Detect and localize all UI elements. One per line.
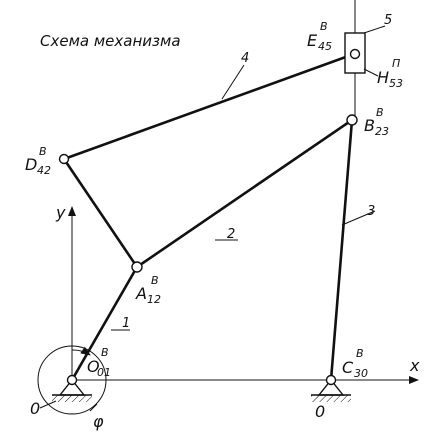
svg-text:H: H	[377, 68, 389, 87]
label-a12: A B 12	[135, 274, 161, 306]
link-3-number: 3	[367, 204, 375, 219]
svg-text:B: B	[356, 347, 364, 360]
svg-text:D: D	[25, 155, 37, 174]
link-1	[70, 265, 139, 382]
svg-text:45: 45	[318, 40, 332, 53]
y-axis-label: y	[55, 203, 66, 222]
link-2-side	[62, 157, 139, 269]
label-b23: B B 23	[364, 106, 389, 138]
joint-b23	[346, 114, 358, 126]
svg-text:30: 30	[354, 367, 368, 380]
joint-e45	[349, 48, 361, 60]
angle-leader	[89, 403, 98, 412]
svg-text:B: B	[376, 106, 384, 119]
link-4-number: 4	[241, 51, 249, 66]
crank-rotation-circle	[37, 345, 107, 415]
svg-text:E: E	[307, 31, 318, 50]
svg-text:01: 01	[97, 366, 111, 379]
label-h53: H П 53	[377, 57, 403, 90]
angle-arc	[71, 346, 91, 356]
svg-text:B: B	[320, 20, 328, 33]
svg-text:12: 12	[147, 293, 161, 306]
svg-text:53: 53	[389, 77, 403, 90]
label-e45: E B 45	[307, 20, 332, 53]
label-d42: D B 42	[25, 145, 51, 177]
label-c30: C B 30	[342, 347, 368, 380]
svg-text:B: B	[101, 346, 109, 359]
link-5-leader	[363, 25, 386, 34]
ground-support-right	[311, 378, 351, 402]
svg-text:B: B	[151, 274, 159, 287]
svg-text:42: 42	[37, 164, 51, 177]
label-o01: O B 01	[87, 346, 111, 379]
link-3-leader	[341, 210, 376, 226]
joint-c30	[325, 374, 337, 386]
svg-text:A: A	[135, 284, 147, 303]
svg-text:C: C	[342, 358, 354, 377]
link-5-number: 5	[384, 13, 392, 28]
angle-label: φ	[93, 412, 104, 431]
link-1-number: 1	[122, 316, 130, 331]
x-axis-label: x	[409, 356, 420, 375]
svg-text:B: B	[364, 116, 375, 135]
link-4	[62, 52, 356, 161]
link-3	[329, 118, 354, 382]
ground-label-right: 0	[315, 402, 325, 421]
ground-support-left	[52, 378, 92, 402]
diagram-title: Схема механизма	[40, 32, 181, 50]
joint-d42	[58, 153, 70, 165]
ground-leader-left	[39, 400, 57, 409]
ground-label-left: 0	[30, 399, 40, 418]
svg-text:23: 23	[375, 125, 389, 138]
svg-text:П: П	[392, 57, 400, 70]
h53-leader	[363, 68, 379, 77]
link-2-number: 2	[227, 227, 235, 242]
link-2	[135, 118, 354, 269]
svg-text:O: O	[87, 357, 100, 376]
joint-a12	[131, 261, 143, 273]
svg-text:B: B	[39, 145, 47, 158]
link-4-leader	[221, 64, 245, 100]
joint-o01	[66, 374, 78, 386]
